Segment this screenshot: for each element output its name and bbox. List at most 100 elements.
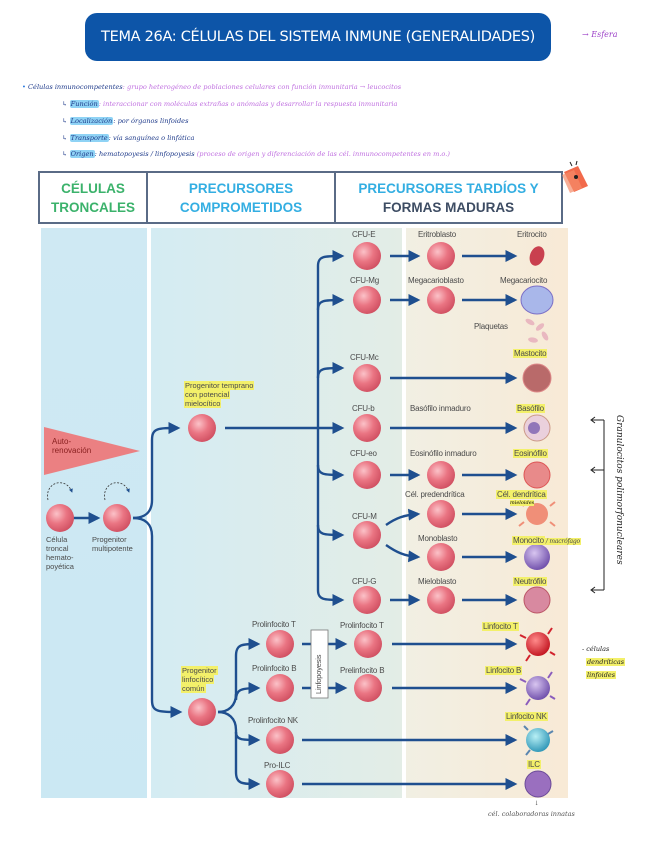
cell-myeloid-progenitor xyxy=(188,414,216,442)
note-main: • Células inmunocompetentes: grupo heter… xyxy=(22,83,402,91)
cell-lymphoid-progenitor xyxy=(188,698,216,726)
cell-cfu-mc xyxy=(353,364,381,392)
cell-prolinfocito-t xyxy=(266,630,294,658)
note-line: linfoides xyxy=(586,671,617,679)
label-mid: Monoblasto xyxy=(418,534,458,543)
label-text: Eosinófilo xyxy=(513,449,548,458)
linfopoyesis-label: Linfopoyesis xyxy=(314,654,323,694)
ilc-note: cél. colaboradoras innatas xyxy=(488,810,575,818)
cell-mieloblasto xyxy=(427,586,455,614)
note-line: dendríticas xyxy=(586,658,626,666)
label-line: con potencial xyxy=(184,390,231,399)
cell-prolinfocito-nk xyxy=(266,726,294,754)
label-text: Basófilo xyxy=(516,404,545,413)
cell-prolinfocito-b xyxy=(266,674,294,702)
granulocyte-bracket xyxy=(590,416,605,594)
label-end: Monocito/ macrófago xyxy=(512,536,581,545)
note-term: Transporte xyxy=(69,134,109,142)
label-mid: Cél. predendrítica xyxy=(405,490,465,499)
label-text: Linfocito B xyxy=(485,666,523,675)
hsc-label: Célula troncal hemato- poyética xyxy=(46,535,74,571)
linfoides-note: - células dendríticas linfoides xyxy=(582,643,626,682)
cell-neutrofilo xyxy=(523,586,551,614)
cell-linfocito-t xyxy=(519,627,556,662)
arrow xyxy=(217,710,261,746)
arrow xyxy=(132,422,181,520)
arrow xyxy=(316,428,345,606)
arrow xyxy=(234,682,261,701)
cell-cfu-eo xyxy=(353,461,381,489)
label-end: Mastocito xyxy=(513,349,548,358)
cell-mpp xyxy=(103,504,131,532)
label-cfu: CFU-Mc xyxy=(350,353,379,362)
bookmark-sticker-icon xyxy=(562,160,588,193)
label-mid: Basófilo inmaduro xyxy=(410,404,471,413)
header-precursores-comprometidos: PRECURSORES COMPROMETIDOS xyxy=(146,173,334,222)
cell-cfu-g xyxy=(353,586,381,614)
label-text: ILC xyxy=(527,760,541,769)
label-line: mielocítico xyxy=(184,399,222,408)
note-term: Función xyxy=(69,100,99,108)
label-mid: Mieloblasto xyxy=(418,577,457,586)
label-mid: Megacarioblasto xyxy=(408,276,464,285)
note-text: : hematopoyesis / linfopoyesis xyxy=(94,150,195,158)
arrow xyxy=(316,294,345,311)
ilc-arrow-icon: ↓ xyxy=(534,800,540,807)
cell-cfu-mg xyxy=(353,286,381,314)
label-line: troncal xyxy=(46,544,69,553)
header-line: COMPROMETIDOS xyxy=(179,199,303,215)
arrow xyxy=(316,524,345,541)
label-line: renovación xyxy=(52,446,92,455)
label-end: Basófilo xyxy=(516,404,545,413)
label-text: Mastocito xyxy=(513,349,548,358)
cell-eritroblasto xyxy=(427,242,455,270)
cell-predendritica xyxy=(427,500,455,528)
header-line: PRECURSORES TARDÍOS Y xyxy=(358,180,539,196)
myeloid-progenitor-label: Progenitor temprano con potencial mieloc… xyxy=(184,381,255,408)
platelets-icon xyxy=(525,318,549,343)
mpp-label: Progenitor multipotente xyxy=(92,535,133,553)
cell-mastocito xyxy=(522,363,552,393)
note-text: : por órganos linfoides xyxy=(113,117,189,125)
autorenovacion-triangle xyxy=(44,427,140,475)
cell-ilc xyxy=(524,770,552,798)
label-end: Eritrocito xyxy=(517,230,547,239)
note-text: : grupo heterogéneo de poblaciones celul… xyxy=(122,83,402,91)
note-text: : interaccionar con moléculas extrañas o… xyxy=(98,100,398,108)
label-note: mieloides xyxy=(510,500,535,506)
arrow xyxy=(385,544,421,563)
cell-cfu-e xyxy=(353,242,381,270)
label-note: / macrófago xyxy=(544,538,581,545)
label-mid: Eosinófilo inmaduro xyxy=(410,449,477,458)
label-text: Neutrófilo xyxy=(513,577,548,586)
header-line: CÉLULAS xyxy=(61,180,125,196)
note-item: ↳ Localización: por órganos linfoides xyxy=(62,117,189,125)
cell-monoblasto xyxy=(427,543,455,571)
arrows xyxy=(73,250,518,790)
cell-eosinofilo-inmaduro xyxy=(427,461,455,489)
arrow xyxy=(316,250,345,428)
label-cfu: CFU-eo xyxy=(350,449,377,458)
cell-linfocito-nk xyxy=(523,725,554,756)
label-line: Célula xyxy=(46,535,68,544)
header-line: PRECURSORES xyxy=(188,180,294,196)
label-end: Linfocito B xyxy=(485,666,523,675)
note-extra: (proceso de origen y diferenciación de l… xyxy=(196,150,450,158)
cell-cfu-m xyxy=(353,521,381,549)
label-pro: Prolinfocito B xyxy=(252,664,297,673)
column-header-table: CÉLULAS TRONCALES PRECURSORES COMPROMETI… xyxy=(38,171,563,224)
label-pro: Prolinfocito NK xyxy=(248,716,298,725)
label-end: Cél. dendrítica xyxy=(496,490,547,499)
arrow xyxy=(385,508,421,526)
label-line: Progenitor xyxy=(92,535,127,544)
label-cfu: CFU-E xyxy=(352,230,376,239)
label-line: Progenitor temprano xyxy=(184,381,255,390)
linfopoyesis-box xyxy=(310,629,329,699)
label-end: Eosinófilo xyxy=(513,449,548,458)
arrow xyxy=(217,638,261,714)
cell-monocito xyxy=(524,544,550,570)
label-end: Linfocito NK xyxy=(505,712,548,721)
label-mid: Prelinfocito B xyxy=(340,666,385,675)
lymphoid-progenitor-label: Progenitor linfocítico común xyxy=(181,666,218,693)
cell-eosinofilo xyxy=(523,461,551,489)
